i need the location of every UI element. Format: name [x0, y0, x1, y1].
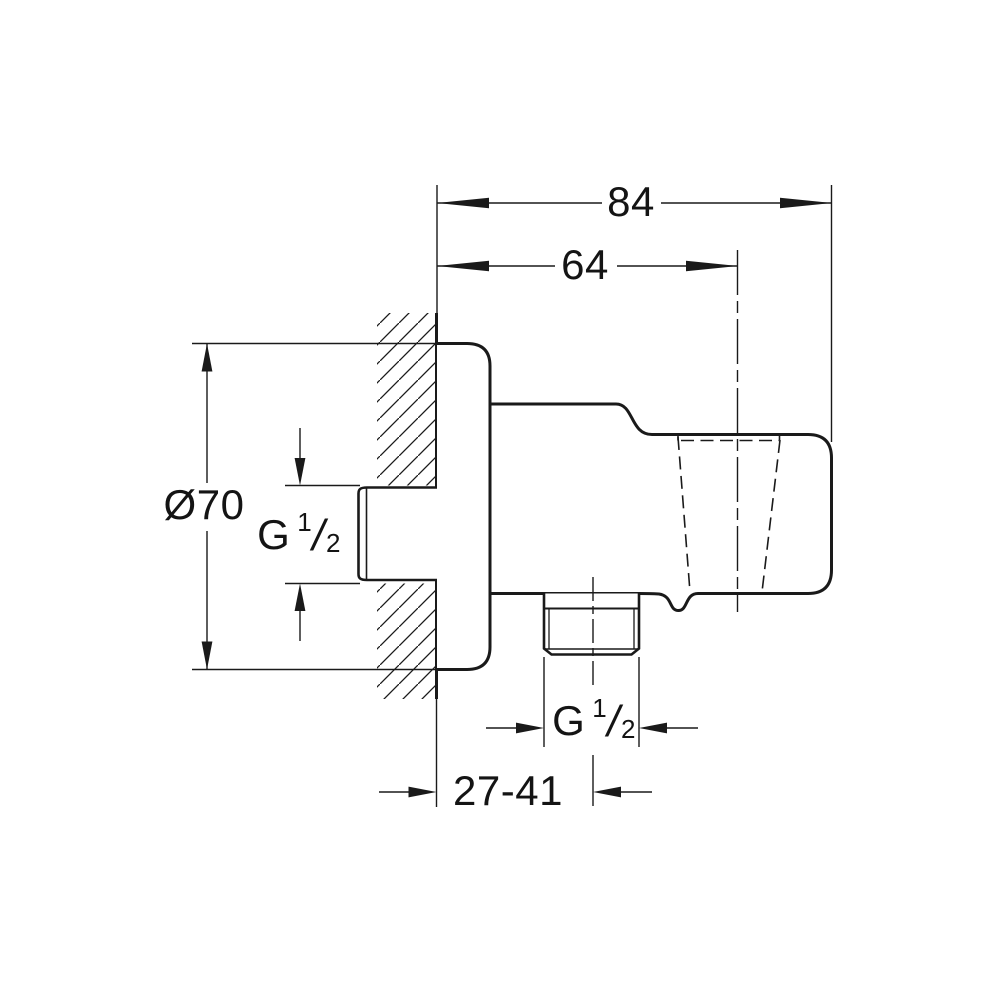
dim-wall-range	[379, 699, 652, 807]
bottom-thread-slash: /	[607, 697, 620, 746]
arrowhead-rear-top	[294, 458, 306, 486]
rear-thread-denominator: 2	[325, 528, 341, 558]
arrowhead-2741-right	[593, 786, 621, 798]
arrowhead-64-left	[437, 260, 489, 272]
body-outline	[490, 402, 833, 613]
arrowhead-70-bottom	[201, 641, 213, 670]
bottom-thread-denominator: 2	[620, 714, 636, 744]
arrowhead-2741-left	[408, 786, 437, 798]
dim-label-escutcheon-diameter: Ø70	[163, 481, 245, 528]
rear-inlet-outline	[357, 486, 437, 582]
cone-hidden-edge-left	[677, 436, 691, 593]
wall-hatch-lower	[377, 583, 436, 699]
arrowhead-bottom-right	[639, 722, 667, 734]
dim-rear-thread	[285, 428, 360, 641]
arrowhead-84-right	[780, 197, 832, 209]
escutcheon-outline	[437, 342, 492, 671]
outlet-outline	[542, 593, 641, 656]
centerlines	[592, 250, 739, 686]
dim-label-overall-depth: 84	[607, 178, 655, 225]
wall-hatch-upper	[377, 313, 436, 486]
rear-thread-prefix: G	[257, 511, 291, 558]
arrowhead-84-left	[437, 197, 489, 209]
holder-cone-hidden-edges	[677, 434, 781, 593]
arrowhead-64-right	[686, 260, 738, 272]
bottom-thread-prefix: G	[552, 697, 586, 744]
arrowhead-bottom-left	[516, 722, 544, 734]
rear-inlet-connector	[357, 486, 437, 582]
outlet-thread-lines	[548, 608, 635, 649]
dim-84	[436, 185, 833, 442]
rear-thread-slash: /	[312, 511, 325, 560]
rear-thread-numerator: 1	[297, 507, 313, 537]
arrowhead-rear-bottom	[294, 583, 306, 611]
cone-rim-ticks	[677, 434, 781, 441]
wall-hatching	[377, 313, 436, 699]
dim-dia70	[192, 342, 437, 671]
bottom-outlet-thread	[542, 593, 641, 656]
dim-64	[437, 260, 738, 272]
cone-hidden-edge-right	[761, 439, 781, 593]
arrowhead-70-top	[201, 343, 213, 372]
dim-label-holder-center-depth: 64	[561, 241, 609, 288]
dim-label-wall-depth-range: 27-41	[453, 767, 563, 814]
dim-bottom-thread	[486, 657, 698, 747]
bottom-thread-numerator: 1	[592, 693, 608, 723]
